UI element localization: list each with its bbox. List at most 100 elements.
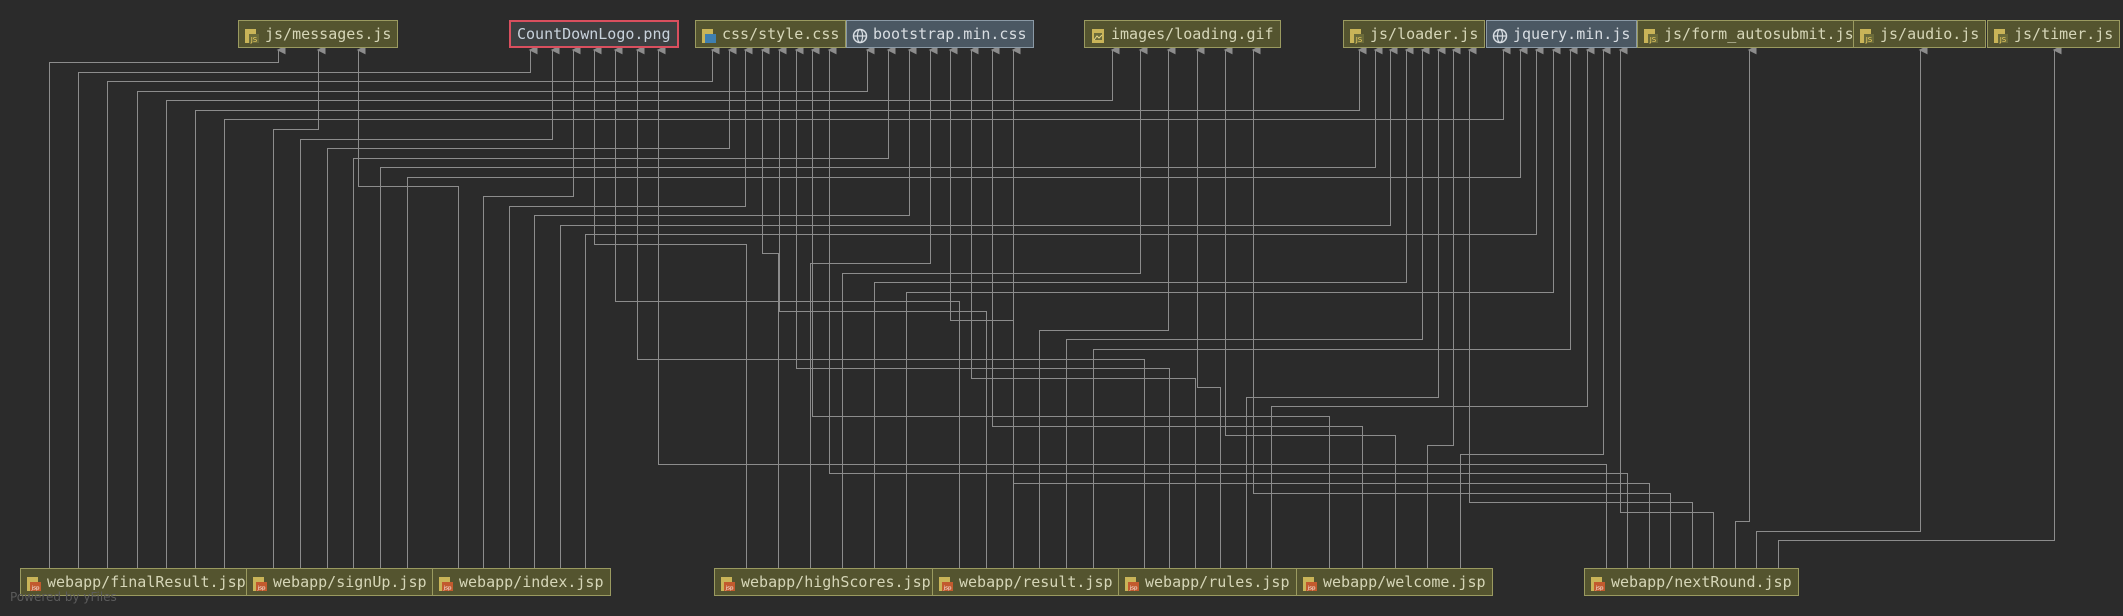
edge-s3-to-t4 bbox=[534, 45, 917, 568]
svg-text:jsp: jsp bbox=[443, 586, 452, 592]
node-label: webapp/rules.jsp bbox=[1145, 573, 1290, 591]
node-highscores-jsp[interactable]: jsp webapp/highScores.jsp bbox=[714, 568, 938, 596]
jsp-file-icon: jsp bbox=[1302, 574, 1318, 592]
edge-s3-to-t7 bbox=[585, 45, 1544, 568]
globe-icon bbox=[852, 26, 868, 44]
jsp-file-icon: jsp bbox=[26, 574, 42, 592]
edge-s4-to-t3 bbox=[760, 45, 779, 568]
svg-text:JS: JS bbox=[1649, 36, 1657, 44]
svg-text:jsp: jsp bbox=[725, 586, 734, 592]
node-timer-js[interactable]: JS js/timer.js bbox=[1987, 20, 2121, 48]
node-form-autosubmit-js[interactable]: JS js/form_autosubmit.js bbox=[1637, 20, 1861, 48]
node-label: js/timer.js bbox=[2014, 25, 2114, 43]
node-jquery-min-js[interactable]: jquery.min.js bbox=[1486, 20, 1638, 48]
node-nextround-jsp[interactable]: jsp webapp/nextRound.jsp bbox=[1584, 568, 1799, 596]
svg-text:jsp: jsp bbox=[257, 586, 266, 592]
node-label: js/audio.js bbox=[1880, 25, 1980, 43]
edge-s8-to-t4 bbox=[1011, 45, 1650, 568]
node-label: webapp/index.jsp bbox=[459, 573, 604, 591]
svg-text:jsp: jsp bbox=[943, 586, 952, 592]
node-loader-js[interactable]: JS js/loader.js bbox=[1343, 20, 1486, 48]
edge-s3-to-t6 bbox=[560, 45, 1398, 568]
jsp-file-icon: jsp bbox=[438, 574, 454, 592]
edge-s1-to-t5 bbox=[166, 45, 1120, 568]
node-label: webapp/welcome.jsp bbox=[1323, 573, 1486, 591]
edge-s4-to-t4 bbox=[810, 45, 938, 568]
node-finalresult-jsp[interactable]: jsp webapp/finalResult.jsp bbox=[20, 568, 253, 596]
node-label: webapp/signUp.jsp bbox=[273, 573, 427, 591]
edge-s1-to-t6 bbox=[195, 45, 1367, 568]
node-label: CountDownLogo.png bbox=[517, 25, 671, 43]
edge-s4-to-t2 bbox=[592, 45, 747, 568]
edge-s8-to-t5 bbox=[1251, 45, 1671, 568]
node-audio-js[interactable]: JS js/audio.js bbox=[1853, 20, 1987, 48]
node-countdownlogo-png[interactable]: CountDownLogo.png bbox=[509, 20, 679, 48]
node-label: css/style.css bbox=[722, 25, 840, 43]
edge-s2-to-t1 bbox=[273, 45, 326, 568]
node-loading-gif[interactable]: images/loading.gif bbox=[1084, 20, 1281, 48]
node-bootstrap-min-css[interactable]: bootstrap.min.css bbox=[846, 20, 1034, 48]
edge-s2-to-t4 bbox=[353, 45, 896, 568]
edge-s5-to-t7 bbox=[1093, 45, 1578, 568]
js-file-icon: JS bbox=[1859, 26, 1875, 44]
js-file-icon: JS bbox=[1643, 26, 1659, 44]
svg-text:jsp: jsp bbox=[1129, 586, 1138, 592]
edge-s6-to-t6 bbox=[1246, 45, 1446, 568]
jsp-file-icon: jsp bbox=[720, 574, 736, 592]
edge-s7-to-t7 bbox=[1460, 45, 1611, 568]
edge-s7-to-t6 bbox=[1427, 45, 1461, 568]
edge-s6-to-t4 bbox=[969, 45, 1196, 568]
edge-s8-to-t2 bbox=[656, 45, 1607, 568]
edge-s6-to-t2 bbox=[635, 45, 1145, 568]
edge-s6-to-t5 bbox=[1195, 45, 1221, 568]
edge-s2-to-t7 bbox=[407, 45, 1528, 568]
jsp-file-icon: jsp bbox=[1590, 574, 1606, 592]
svg-text:JS: JS bbox=[1355, 36, 1363, 44]
node-label: js/messages.js bbox=[265, 25, 392, 43]
edge-s1-to-t7 bbox=[224, 45, 1511, 568]
edge-s2-to-t2 bbox=[300, 45, 560, 568]
edge-s5-to-t3 bbox=[777, 45, 987, 568]
image-file-icon bbox=[1090, 26, 1106, 43]
edge-s5-to-t2 bbox=[613, 45, 960, 568]
globe-icon bbox=[1492, 26, 1508, 44]
edge-s8-to-t6 bbox=[1467, 45, 1693, 568]
svg-text:jsp: jsp bbox=[1307, 586, 1316, 592]
node-index-jsp[interactable]: jsp webapp/index.jsp bbox=[432, 568, 611, 596]
node-style-css[interactable]: css/style.css bbox=[695, 20, 847, 48]
node-label: webapp/result.jsp bbox=[959, 573, 1113, 591]
node-messages-js[interactable]: JS js/messages.js bbox=[238, 20, 399, 48]
edge-s5-to-t6 bbox=[1066, 45, 1430, 568]
edge-s1-to-t2 bbox=[78, 45, 538, 568]
edge-s2-to-t3 bbox=[327, 45, 737, 568]
jsp-file-icon: jsp bbox=[938, 574, 954, 592]
jsp-file-icon: jsp bbox=[1124, 574, 1140, 592]
node-welcome-jsp[interactable]: jsp webapp/welcome.jsp bbox=[1296, 568, 1493, 596]
edge-s4-to-t6 bbox=[874, 45, 1414, 568]
edge-s8-to-t9 bbox=[1756, 45, 1928, 568]
node-signup-jsp[interactable]: jsp webapp/signUp.jsp bbox=[246, 568, 434, 596]
node-label: images/loading.gif bbox=[1111, 25, 1274, 43]
node-result-jsp[interactable]: jsp webapp/result.jsp bbox=[932, 568, 1120, 596]
edge-s3-to-t3 bbox=[509, 45, 753, 568]
edge-s7-to-t5 bbox=[1223, 45, 1396, 568]
svg-text:JS: JS bbox=[1865, 36, 1873, 44]
edge-s8-to-t10 bbox=[1778, 45, 2062, 568]
node-rules-jsp[interactable]: jsp webapp/rules.jsp bbox=[1118, 568, 1297, 596]
node-label: bootstrap.min.css bbox=[873, 25, 1027, 43]
edge-s1-to-t4 bbox=[137, 45, 875, 568]
edge-s5-to-t5 bbox=[1039, 45, 1176, 568]
js-file-icon: JS bbox=[1993, 26, 2009, 44]
edge-s8-to-t7 bbox=[1618, 45, 1714, 568]
node-label: js/form_autosubmit.js bbox=[1664, 25, 1854, 43]
node-label: jquery.min.js bbox=[1513, 25, 1631, 43]
yfiles-watermark: Powered by yFiles bbox=[10, 590, 117, 604]
svg-text:jsp: jsp bbox=[1595, 586, 1604, 592]
node-label: webapp/highScores.jsp bbox=[741, 573, 931, 591]
edge-s1-to-t3 bbox=[107, 45, 720, 568]
jsp-file-icon: jsp bbox=[252, 574, 268, 592]
edge-s8-to-t3 bbox=[827, 45, 1628, 568]
edge-s6-to-t7 bbox=[1271, 45, 1595, 568]
edge-s8-to-t8 bbox=[1735, 45, 1757, 568]
